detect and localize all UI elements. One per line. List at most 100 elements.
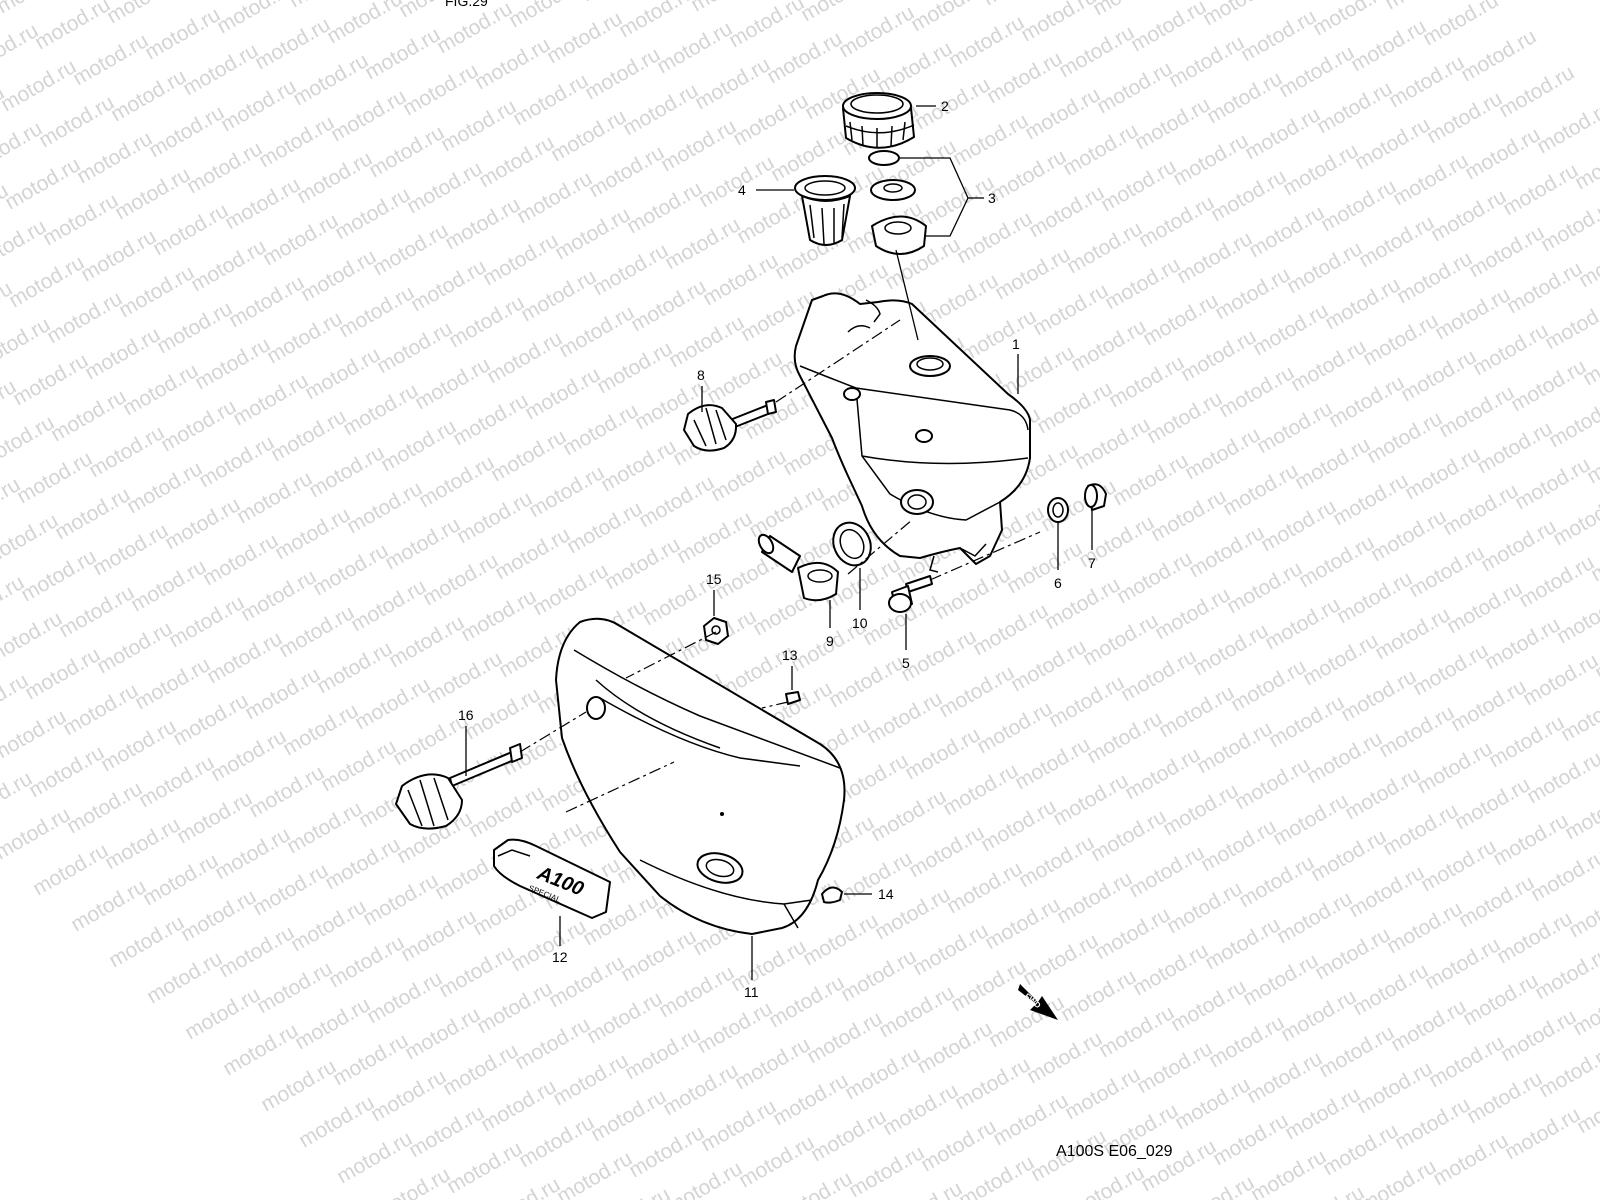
watermark-text: motod.ru	[1237, 5, 1320, 66]
watermark-text: motod.ru	[1311, 923, 1394, 984]
watermark-text: motod.ru	[735, 1131, 818, 1192]
watermark-text: motod.ru	[1181, 423, 1264, 484]
watermark-text: motod.ru	[293, 147, 376, 208]
watermark-text: motod.ru	[1421, 933, 1504, 994]
watermark-text: motod.ru	[1299, 629, 1382, 690]
tank-cap	[842, 92, 915, 149]
watermark-text: motod.ru	[977, 795, 1060, 856]
watermark-text: motod.ru	[1493, 907, 1576, 968]
watermark-text: motod.ru	[1219, 459, 1302, 520]
watermark-text: motod.ru	[529, 559, 612, 620]
watermark-text: motod.ru	[257, 1055, 340, 1116]
watermark-text: motod.ru	[1489, 809, 1572, 870]
watermark-text: motod.ru	[241, 663, 324, 724]
watermark-text: motod.ru	[1495, 61, 1578, 122]
watermark-text: motod.ru	[97, 715, 180, 776]
watermark-text: motod.ru	[0, 411, 58, 472]
watermark-text: motod.ru	[0, 571, 28, 632]
watermark-text: motod.ru	[179, 39, 262, 100]
watermark-text: motod.ru	[1151, 583, 1234, 644]
watermark-text: motod.ru	[1025, 181, 1108, 242]
watermark-text: motod.ru	[1553, 587, 1600, 648]
watermark-text: motod.ru	[1295, 531, 1378, 592]
watermark-text: motod.ru	[525, 461, 608, 522]
watermark-text: motod.ru	[1059, 119, 1142, 180]
watermark-text: motod.ru	[187, 235, 270, 296]
watermark-text: motod.ru	[623, 177, 706, 238]
watermark-text: motod.ru	[219, 1019, 302, 1080]
watermark-text: motod.ru	[1363, 407, 1446, 468]
watermark-text: motod.ru	[73, 127, 156, 188]
watermark-text: motod.ru	[119, 359, 202, 420]
watermark-text: motod.ru	[325, 931, 408, 992]
watermark-text: motod.ru	[935, 661, 1018, 722]
watermark-text: motod.ru	[799, 909, 882, 970]
watermark-text: motod.ru	[9, 349, 92, 410]
watermark-text: motod.ru	[875, 981, 958, 1042]
watermark-text: motod.ru	[951, 1053, 1034, 1114]
watermark-text: motod.ru	[825, 651, 908, 712]
watermark-text: motod.ru	[955, 1151, 1038, 1200]
watermark-text: motod.ru	[1351, 113, 1434, 174]
watermark-text: motod.ru	[1241, 103, 1324, 164]
watermark-text: motod.ru	[1511, 453, 1594, 514]
header-fragment: FIG.29	[445, 0, 488, 9]
watermark-text: motod.ru	[1435, 381, 1518, 442]
part-numbers: 1 2 3 4 5 6 7 8 9 10 11 12 13 14 15 16	[458, 98, 1096, 1000]
watermark-text: motod.ru	[169, 689, 252, 750]
watermark-text: motod.ru	[283, 797, 366, 858]
watermark-text: motod.ru	[517, 265, 600, 326]
watermark-text: motod.ru	[1071, 413, 1154, 474]
watermark-text: motod.ru	[973, 697, 1056, 758]
watermark-text: motod.ru	[617, 925, 700, 986]
watermark-text: motod.ru	[0, 509, 62, 570]
watermark-text: motod.ru	[729, 89, 812, 150]
watermark-text: motod.ru	[1291, 433, 1374, 494]
watermark-text: motod.ru	[435, 941, 518, 1002]
watermark-text: motod.ru	[1055, 21, 1138, 82]
watermark-text: motod.ru	[399, 59, 482, 120]
watermark-text: motod.ru	[1167, 975, 1250, 1036]
watermark-text: motod.ru	[177, 885, 260, 946]
watermark-text: motod.ru	[547, 105, 630, 166]
watermark-text: motod.ru	[1067, 315, 1150, 376]
watermark-text: motod.ru	[1319, 1119, 1402, 1180]
watermark-text: motod.ru	[297, 245, 380, 306]
watermark-text: motod.ru	[359, 869, 442, 930]
watermark-text: motod.ru	[1583, 427, 1600, 488]
watermark-text: motod.ru	[1457, 25, 1540, 86]
watermark-text: motod.ru	[873, 37, 956, 98]
watermark-text: motod.ru	[47, 385, 130, 446]
watermark-text: motod.ru	[161, 493, 244, 554]
watermark-text: motod.ru	[291, 993, 374, 1054]
watermark-text: motod.ru	[1353, 1057, 1436, 1118]
watermark-text: motod.ru	[1105, 351, 1188, 412]
watermark-text: motod.ru	[107, 65, 190, 126]
watermark-text: motod.ru	[551, 203, 634, 264]
watermark-text: motod.ru	[43, 287, 126, 348]
watermark-text: motod.ru	[1113, 547, 1196, 608]
watermark-text: motod.ru	[913, 1017, 996, 1078]
watermark-text: motod.ru	[373, 317, 456, 378]
watermark-text: motod.ru	[181, 983, 264, 1044]
watermark-text: motod.ru	[699, 249, 782, 310]
watermark-text: motod.ru	[769, 1069, 852, 1130]
watermark-text: motod.ru	[1287, 335, 1370, 396]
watermark-text: motod.ru	[1143, 387, 1226, 448]
watermark-text: motod.ru	[1095, 1001, 1178, 1062]
watermark-text: motod.ru	[437, 95, 520, 156]
watermark-text: motod.ru	[439, 1039, 522, 1100]
watermark-text: motod.ru	[465, 781, 548, 842]
watermark-text: motod.ru	[697, 1095, 780, 1156]
watermark-text: motod.ru	[249, 859, 332, 920]
watermark-text: motod.ru	[457, 585, 540, 646]
watermark-text: motod.ru	[1401, 443, 1484, 504]
watermark-text: motod.ru	[1189, 619, 1272, 680]
watermark-text: motod.ru	[149, 199, 232, 260]
watermark-text: motod.ru	[1169, 129, 1252, 190]
watermark-text: motod.ru	[691, 53, 774, 114]
watermark-text: motod.ru	[415, 451, 498, 512]
part-number-8: 8	[697, 367, 705, 383]
watermark-text: motod.ru	[1379, 799, 1462, 860]
watermark-text: motod.ru	[339, 379, 422, 440]
